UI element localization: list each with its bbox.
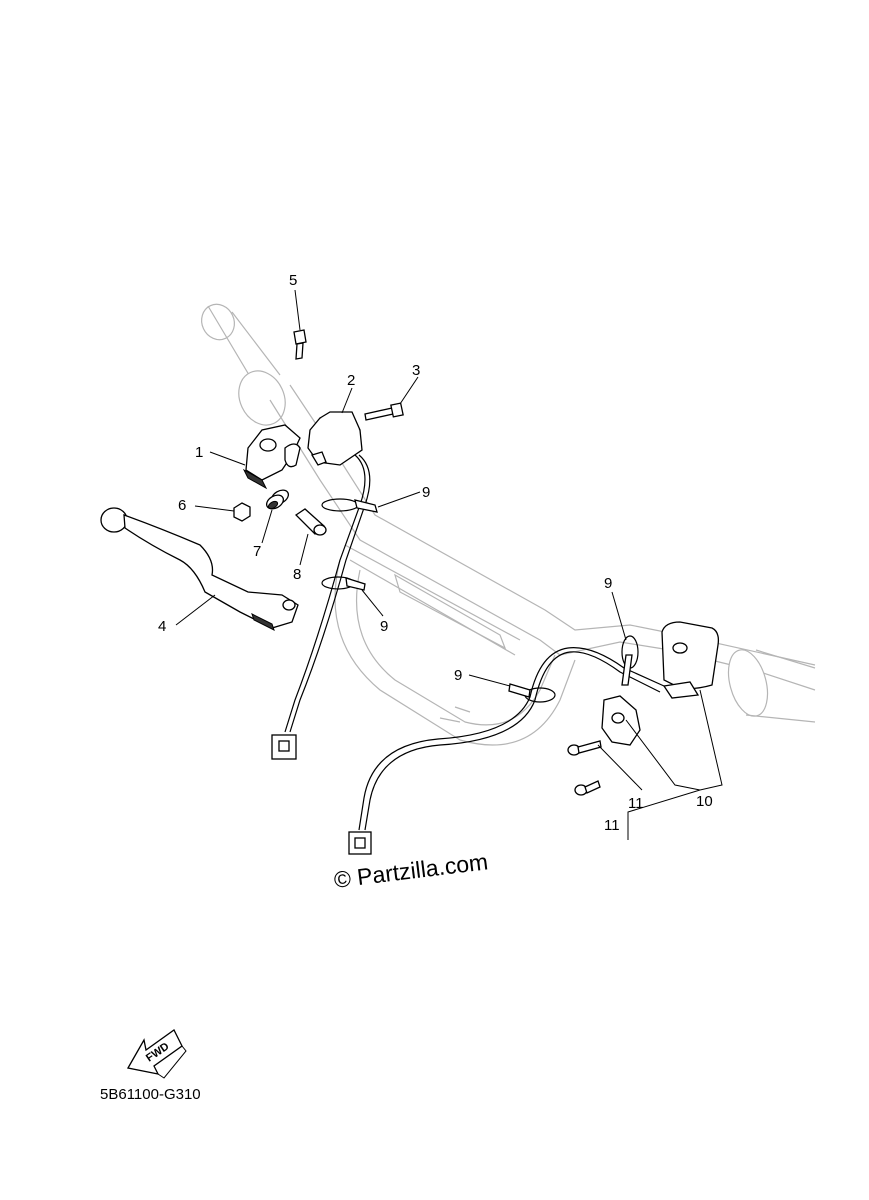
part-switch-assembly-10 <box>601 621 720 746</box>
callout-9-upper: 9 <box>422 484 430 501</box>
part-cable-tie-9-upper <box>321 498 378 513</box>
callout-10: 10 <box>696 793 713 810</box>
partzilla-watermark: © Partzilla.com <box>332 848 489 893</box>
callout-4: 4 <box>158 618 166 635</box>
fwd-arrow-icon: FWD <box>126 1029 187 1079</box>
part-nut-6 <box>233 502 251 522</box>
part-screw-3 <box>364 402 404 421</box>
callout-3: 3 <box>412 362 420 379</box>
callout-1: 1 <box>195 444 203 461</box>
part-adjuster-7 <box>265 489 290 510</box>
right-grip-ghost <box>727 649 816 723</box>
callout-6: 6 <box>178 497 186 514</box>
diagram-code: 5B61100-G310 <box>100 1086 201 1103</box>
part-lever-holder-1 <box>242 424 301 490</box>
callout-8: 8 <box>293 566 301 583</box>
part-switch-2 <box>307 411 363 466</box>
switch-harness-left <box>271 454 371 760</box>
part-pin-8 <box>294 508 327 536</box>
part-screw-11-upper <box>567 740 602 756</box>
part-cable-tie-9-right <box>621 635 639 686</box>
callout-11-upper: 11 <box>628 795 644 812</box>
switch-harness-right <box>348 647 665 855</box>
callout-11-lower: 11 <box>604 817 620 834</box>
leader-lines <box>175 289 723 840</box>
left-grip-ghost <box>201 303 286 426</box>
callout-2: 2 <box>347 372 355 389</box>
part-cable-tie-9-middle <box>321 576 366 591</box>
part-lever-4 <box>100 507 299 631</box>
callout-9-right: 9 <box>604 575 612 592</box>
callout-9-middle: 9 <box>380 618 388 635</box>
handlebar-ghost <box>201 303 816 746</box>
part-bolt-5 <box>293 329 307 360</box>
callout-7: 7 <box>253 543 261 560</box>
callouts: 5 2 3 1 6 7 8 4 9 9 9 9 10 11 11 <box>158 272 713 834</box>
callout-9-lower: 9 <box>454 667 462 684</box>
part-cable-tie-9-lower <box>508 683 556 703</box>
callout-5: 5 <box>289 272 297 289</box>
part-screw-11-lower <box>574 780 601 796</box>
